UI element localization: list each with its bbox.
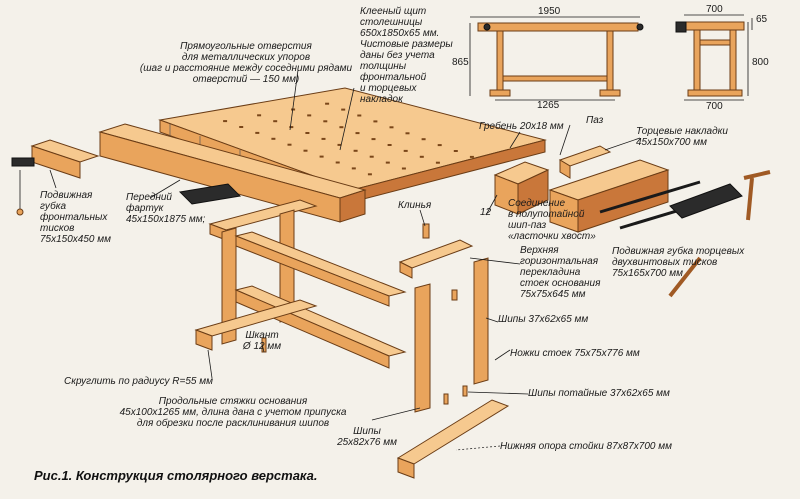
front-vise-jaw xyxy=(11,139,100,216)
dog-hole xyxy=(335,161,340,164)
label-ridge: Гребень 20х18 мм xyxy=(479,121,564,132)
dog-hole xyxy=(435,161,440,164)
base-frame xyxy=(194,199,510,479)
dog-hole xyxy=(273,120,278,123)
dog-hole xyxy=(355,132,360,135)
label-foot: Нижняя опора стойки 87х87х700 мм xyxy=(500,441,672,452)
dog-hole xyxy=(303,149,308,152)
dog-hole xyxy=(353,149,358,152)
side-elevation xyxy=(675,14,753,101)
end-vise-screws xyxy=(599,170,771,298)
dog-hole xyxy=(321,137,326,140)
figure-caption: Рис.1. Конструкция столярного верстака. xyxy=(34,468,318,483)
end-pad-2 xyxy=(558,145,612,179)
dog-hole xyxy=(357,114,362,117)
front-vise-screw xyxy=(178,183,242,205)
dog-hole xyxy=(307,114,312,117)
dog-hole xyxy=(469,155,474,158)
dog-hole xyxy=(405,132,410,135)
dog-hole xyxy=(339,126,344,129)
label-hidden-tenons: Шипы потайные 37х62х65 мм xyxy=(528,388,670,399)
dog-hole xyxy=(255,131,260,134)
dog-hole xyxy=(323,120,328,123)
dog-hole xyxy=(257,114,262,117)
label-wedges: Клинья xyxy=(398,200,432,211)
dim-height: 865 xyxy=(452,57,469,68)
dog-hole xyxy=(341,108,346,111)
dog-hole xyxy=(287,143,292,146)
dog-hole xyxy=(371,138,376,141)
dog-hole xyxy=(351,167,356,170)
dim-depth-top: 700 xyxy=(706,4,723,15)
dog-hole xyxy=(421,138,426,141)
dog-hole xyxy=(403,149,408,152)
dog-hole xyxy=(387,144,392,146)
label-num12: 12 xyxy=(480,207,492,218)
dim-thickness: 65 xyxy=(756,14,768,25)
dog-hole xyxy=(289,126,294,129)
label-legs: Ножки стоек 75х75х776 мм xyxy=(510,348,640,359)
dog-hole xyxy=(271,137,276,140)
front-elevation xyxy=(469,16,644,101)
label-round: Скруглить по радиусу R=55 мм xyxy=(64,376,213,387)
end-pad xyxy=(493,161,550,215)
dog-hole xyxy=(239,126,244,128)
dog-hole xyxy=(319,155,324,158)
dog-hole xyxy=(389,126,394,129)
dim-length-top: 1950 xyxy=(538,6,561,17)
dog-hole xyxy=(453,150,458,152)
dog-hole xyxy=(369,155,374,158)
dog-hole xyxy=(325,102,330,105)
dog-hole xyxy=(373,120,378,123)
dog-hole xyxy=(367,173,372,176)
label-groove: Паз xyxy=(586,115,604,126)
front-apron xyxy=(98,123,367,223)
dog-hole xyxy=(401,167,406,170)
leader-lines xyxy=(49,69,641,451)
dim-depth-base: 700 xyxy=(706,101,723,112)
dim-length-base: 1265 xyxy=(537,100,560,111)
end-vise-jaw xyxy=(548,159,670,233)
dog-hole xyxy=(337,143,342,146)
label-tenons-upper: Шипы 37х62х65 мм xyxy=(498,314,589,325)
dog-hole xyxy=(437,144,442,147)
dog-hole xyxy=(385,161,390,164)
dog-hole xyxy=(419,155,424,158)
dog-hole xyxy=(223,120,228,123)
dog-hole xyxy=(305,132,310,134)
dim-side-height: 800 xyxy=(752,57,769,68)
